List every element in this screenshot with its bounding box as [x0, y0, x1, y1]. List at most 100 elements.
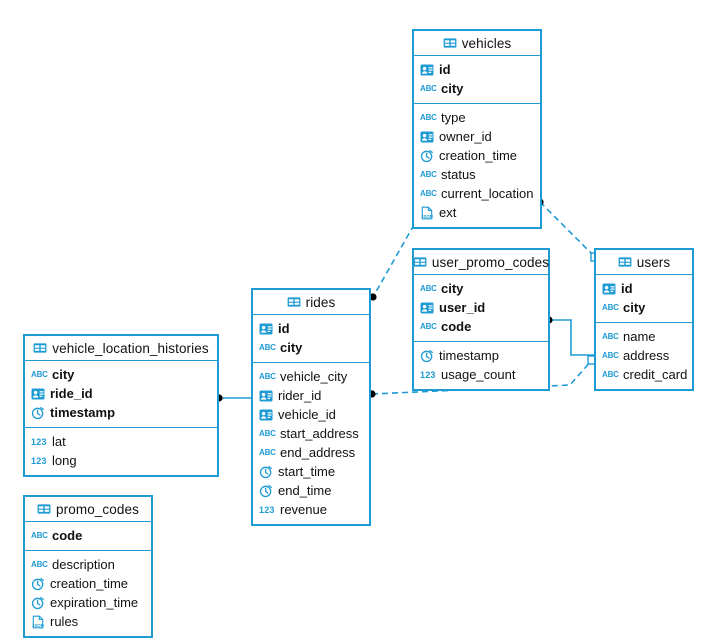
column-row[interactable]: vehicle_id	[253, 405, 369, 424]
column-row[interactable]: ride_id	[25, 384, 217, 403]
column-row[interactable]: owner_id	[414, 127, 540, 146]
column-row[interactable]: ABC vehicle_city	[253, 367, 369, 386]
clock-icon	[31, 596, 45, 610]
relationship-user_promo_codes-users[interactable]	[545, 316, 594, 356]
column-row[interactable]: expiration_time	[25, 593, 151, 612]
table-header-rides[interactable]: rides	[253, 290, 369, 315]
column-name: start_address	[280, 426, 359, 441]
column-row[interactable]: id	[596, 279, 692, 298]
abc-text-icon: ABC	[420, 321, 437, 331]
table-icon	[33, 341, 47, 355]
table-header-vehicle_location_histories[interactable]: vehicle_location_histories	[25, 336, 217, 361]
column-row[interactable]: ABC type	[414, 108, 540, 127]
column-row[interactable]: ABC city	[25, 365, 217, 384]
clock-icon	[259, 484, 273, 498]
column-name: vehicle_id	[278, 407, 336, 422]
column-name: end_address	[280, 445, 356, 460]
table-header-vehicles[interactable]: vehicles	[414, 31, 540, 56]
column-row[interactable]: 123 revenue	[253, 500, 369, 519]
json-document-icon: JSON	[420, 206, 434, 220]
column-name: owner_id	[439, 129, 492, 144]
abc-text-icon: ABC	[31, 369, 48, 379]
column-row[interactable]: id	[253, 319, 369, 338]
abc-text-icon: ABC	[259, 342, 276, 352]
column-name: rules	[50, 614, 79, 629]
column-name: vehicle_city	[280, 369, 348, 384]
table-header-promo_codes[interactable]: promo_codes	[25, 497, 151, 522]
column-name: user_id	[439, 300, 486, 315]
column-row[interactable]: rider_id	[253, 386, 369, 405]
number-123-icon: 123	[420, 369, 436, 380]
column-row[interactable]: creation_time	[414, 146, 540, 165]
column-name: type	[441, 110, 466, 125]
abc-text-icon: ABC	[420, 83, 437, 93]
abc-text-icon: ABC	[259, 371, 276, 381]
column-name: creation_time	[50, 576, 129, 591]
column-row[interactable]: end_time	[253, 481, 369, 500]
column-name: expiration_time	[50, 595, 139, 610]
id-card-icon	[259, 408, 273, 422]
clock-icon	[420, 149, 434, 163]
table-header-user_promo_codes[interactable]: user_promo_codes	[413, 250, 549, 275]
abc-text-icon: ABC	[420, 112, 437, 122]
column-row[interactable]: start_time	[253, 462, 369, 481]
column-name: city	[52, 367, 75, 382]
column-name: rider_id	[278, 388, 322, 403]
column-row[interactable]: user_id	[414, 298, 548, 317]
column-name: timestamp	[50, 405, 116, 420]
abc-text-icon: ABC	[602, 350, 619, 360]
table-icon	[413, 255, 427, 269]
column-name: timestamp	[439, 348, 499, 363]
abc-text-icon: ABC	[420, 188, 437, 198]
column-row[interactable]: creation_time	[25, 574, 151, 593]
column-row[interactable]: timestamp	[25, 403, 217, 422]
abc-text-icon: ABC	[31, 530, 48, 540]
column-row[interactable]: timestamp	[414, 346, 548, 365]
column-name: revenue	[280, 502, 327, 517]
table-icon	[443, 36, 457, 50]
table-title: rides	[305, 294, 336, 310]
clock-icon	[420, 349, 434, 363]
column-name: status	[441, 167, 476, 182]
number-123-icon: 123	[259, 504, 275, 515]
relationship-vehicle_location_histories-rides[interactable]	[215, 394, 251, 402]
column-name: name	[623, 329, 656, 344]
id-card-icon	[259, 389, 273, 403]
column-row[interactable]: id	[414, 60, 540, 79]
id-card-icon	[420, 301, 434, 315]
column-name: credit_card	[623, 367, 688, 382]
table-header-users[interactable]: users	[596, 250, 692, 275]
id-card-icon	[259, 322, 273, 336]
